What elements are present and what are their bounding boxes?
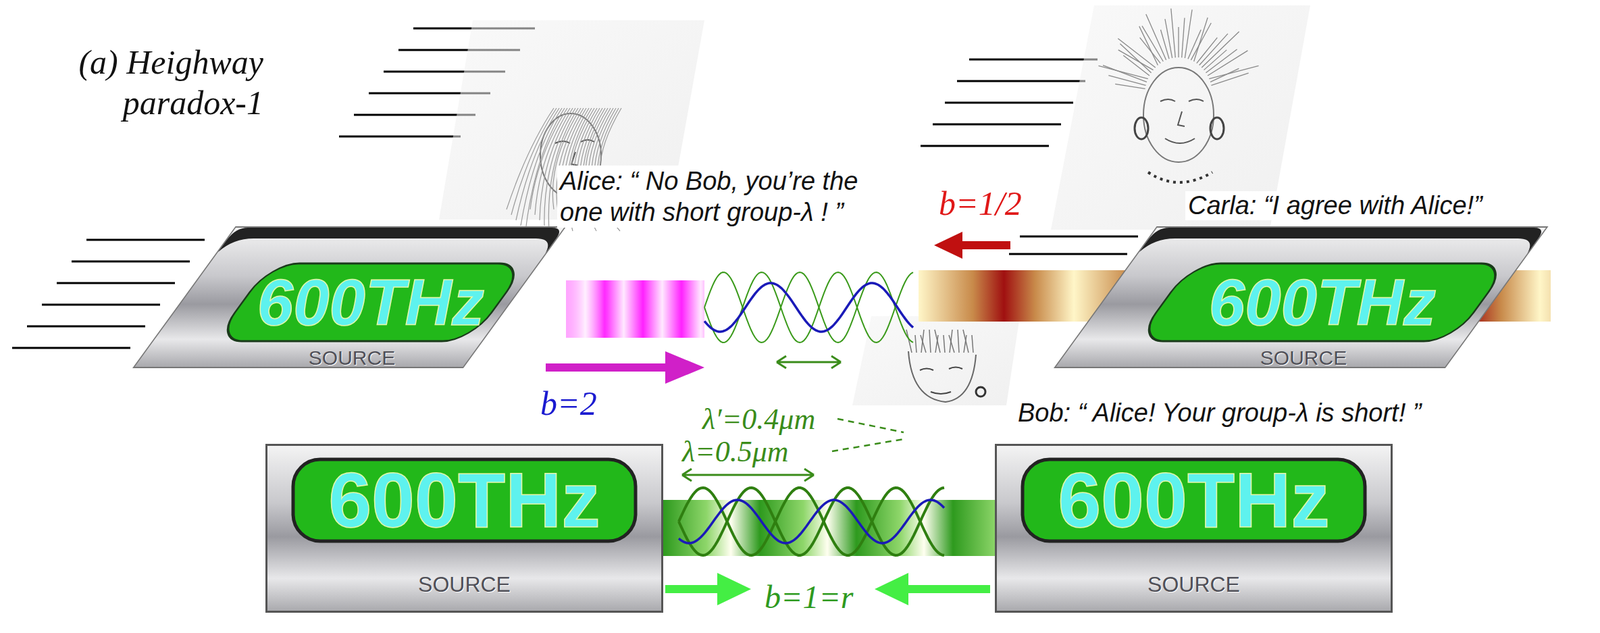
figure-title: (a) Heighway paradox-1 [27, 41, 264, 123]
speech-text: Bob: “ Alice! Your group-λ is short! ” [1015, 398, 1424, 428]
frequency-readout: 600THz [1208, 270, 1436, 335]
speech-text: Alice: “ No Bob, you’re the one with sho… [557, 165, 887, 228]
wavelength-label: λ=0.5μm [682, 434, 789, 469]
source-label: SOURCE [418, 573, 511, 596]
source-label: SOURCE [308, 347, 396, 369]
source-box: 600THzSOURCE [994, 443, 1393, 613]
source-label: SOURCE [1260, 347, 1347, 369]
speed-label: b=1/2 [938, 183, 1022, 223]
source-label: SOURCE [1147, 573, 1241, 596]
speed-label: b=1=r [761, 578, 856, 616]
frequency-readout: 600THz [1057, 461, 1330, 539]
frequency-readout: 600THz [328, 461, 601, 539]
speed-label: b=2 [540, 383, 598, 423]
source-box: 600THzSOURCE [132, 226, 566, 369]
speech-text: Carla: “I agree with Alice!” [1185, 191, 1486, 221]
source-box: 600THzSOURCE [1053, 226, 1549, 369]
source-box: 600THzSOURCE [265, 443, 664, 613]
wavelength-label: λ′=0.4μm [702, 401, 816, 437]
frequency-readout: 600THz [257, 270, 485, 335]
